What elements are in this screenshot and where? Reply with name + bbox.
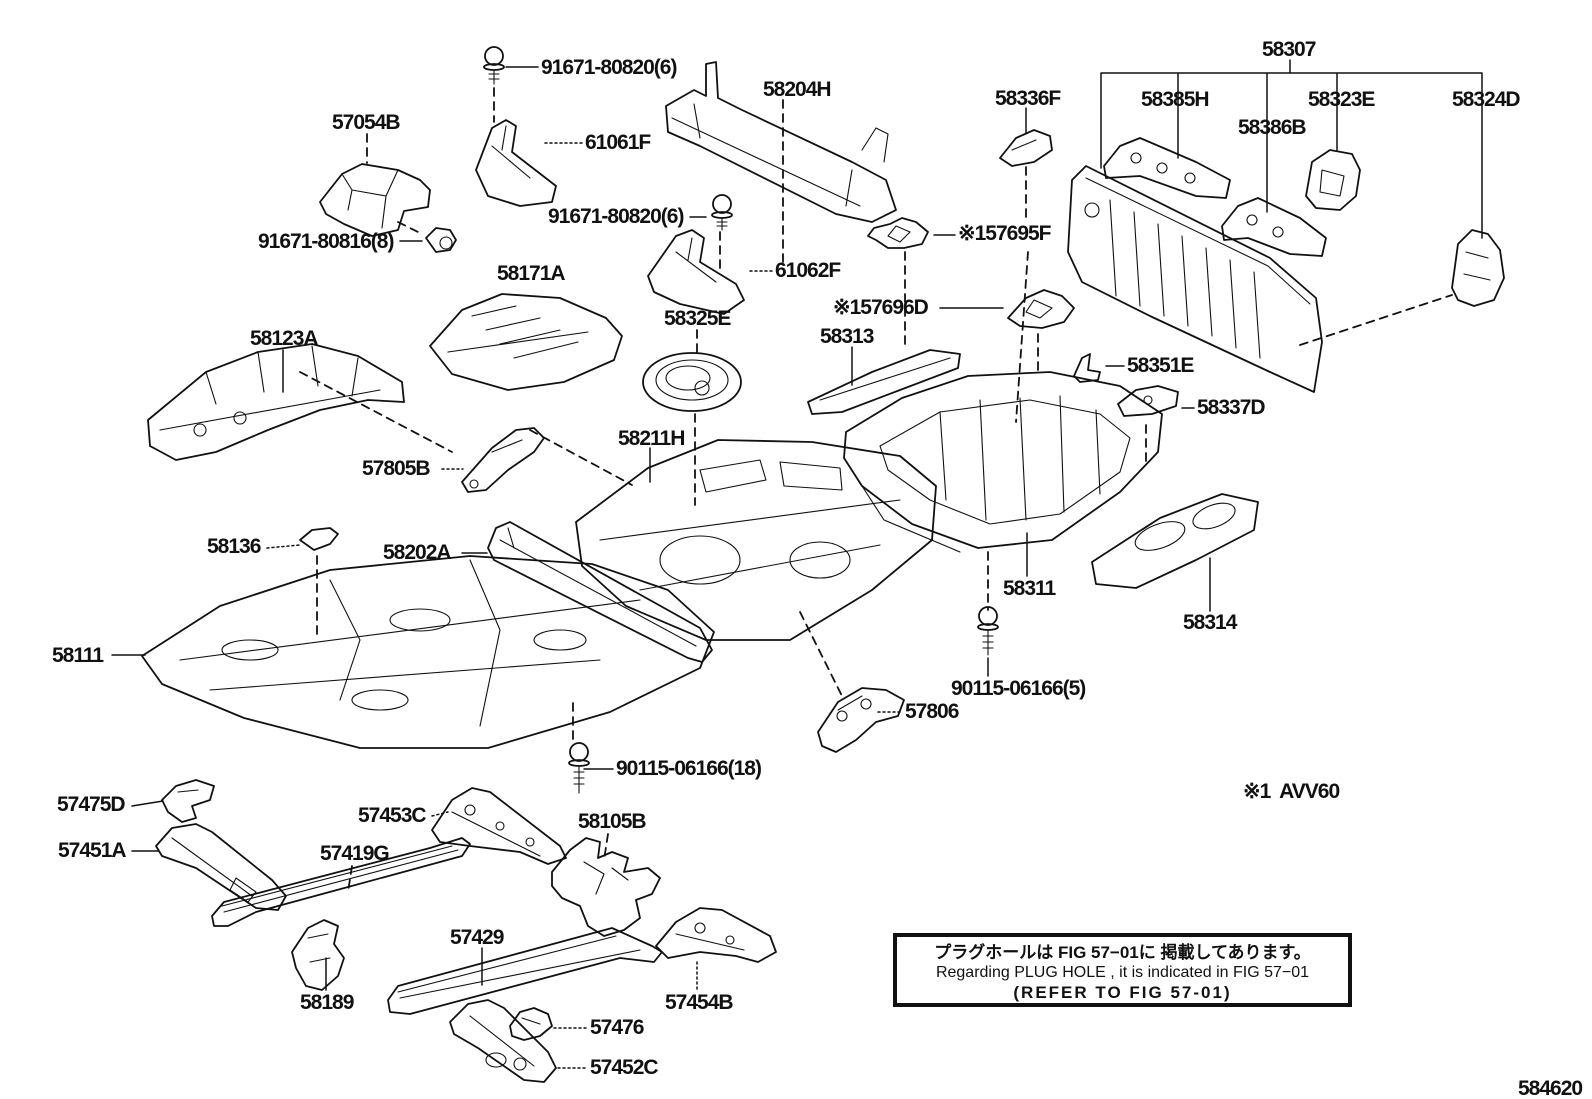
part-label-58211H: 58211H xyxy=(618,427,685,450)
part-58351E xyxy=(1073,353,1101,383)
part-label-57475D: 57475D xyxy=(57,793,126,816)
part-label-57476: 57476 xyxy=(590,1016,644,1039)
part-58325E xyxy=(642,352,742,412)
bolt-icon-91671-80820-b xyxy=(711,194,733,231)
dashed-lines xyxy=(299,87,1453,893)
part-57419G-rail xyxy=(211,837,471,927)
nut-icon-91671-80816 xyxy=(425,227,457,253)
part-57454B xyxy=(655,907,777,963)
part-label-58325E: 58325E xyxy=(664,307,731,330)
note-ref-avv60: ※1 AVV60 xyxy=(1243,780,1340,803)
part-label-157696D: ※157696D xyxy=(833,296,929,319)
part-label-57453C: 57453C xyxy=(358,804,427,827)
part-clip-157696D xyxy=(1007,289,1075,329)
part-58386B xyxy=(1221,197,1327,257)
part-label-58171A: 58171A xyxy=(497,262,566,285)
part-label-58324D: 58324D xyxy=(1452,88,1521,111)
part-58105B xyxy=(551,837,661,937)
part-label-58189: 58189 xyxy=(300,991,354,1014)
part-57475D xyxy=(161,779,215,823)
part-58171A xyxy=(429,293,623,391)
part-58336F xyxy=(999,129,1053,167)
figure-code: 584620 xyxy=(1518,1077,1583,1099)
part-57429-rail xyxy=(387,927,663,1015)
part-57806 xyxy=(817,687,905,753)
part-label-58204H: 58204H xyxy=(763,78,832,101)
part-label-58311: 58311 xyxy=(1003,577,1056,600)
part-57054B xyxy=(319,163,431,237)
part-58307-rear-upper-panel xyxy=(1067,165,1323,393)
part-61061F xyxy=(475,119,557,207)
plug-hole-note-box: プラグホールは FIG 57−01に 掲載してあります。 Regarding P… xyxy=(893,933,1352,1007)
part-58202A-brace xyxy=(487,521,713,663)
part-label-58351E: 58351E xyxy=(1127,354,1194,377)
part-label-58105B: 58105B xyxy=(578,810,647,833)
assembly-bracket-58307 xyxy=(1100,59,1483,239)
part-58324D xyxy=(1451,229,1505,307)
part-clip-157695F xyxy=(867,217,929,249)
part-label-61061F: 61061F xyxy=(585,131,651,154)
part-label-58313: 58313 xyxy=(820,325,874,348)
part-label-57419G: 57419G xyxy=(320,842,390,865)
part-label-91671-80820-6-b: 91671-80820(6) xyxy=(548,205,684,228)
part-58323E xyxy=(1305,149,1361,211)
leader-lines xyxy=(111,66,1211,991)
screw-icon-90115-06166-5 xyxy=(977,606,999,656)
part-label-57454B: 57454B xyxy=(665,991,734,1014)
bolt-icon-91671-80820-a xyxy=(483,46,505,85)
part-label-58385H: 58385H xyxy=(1141,88,1210,111)
part-label-90115-06166-5: 90115-06166(5) xyxy=(951,677,1086,700)
part-label-57054B: 57054B xyxy=(332,111,401,134)
part-57452C xyxy=(449,999,557,1083)
part-58385H xyxy=(1103,137,1231,199)
part-label-58386B: 58386B xyxy=(1238,116,1307,139)
part-label-57429: 57429 xyxy=(450,926,504,949)
part-58136-clip xyxy=(299,527,339,551)
part-58313 xyxy=(807,349,961,415)
part-57453C xyxy=(431,787,567,865)
part-58311-rear-floor-pan xyxy=(843,371,1163,553)
part-label-58202A: 58202A xyxy=(383,541,452,564)
note-line-en: Regarding PLUG HOLE , it is indicated in… xyxy=(935,963,1310,981)
part-57805B xyxy=(461,427,545,493)
part-58189 xyxy=(291,919,345,991)
part-label-61062F: 61062F xyxy=(775,259,841,282)
part-label-157695F: ※157695F xyxy=(958,222,1051,245)
screw-icon-90115-06166-18 xyxy=(568,742,590,794)
note-line-ref: (REFER TO FIG 57-01) xyxy=(1013,982,1232,1002)
part-label-57806: 57806 xyxy=(905,700,959,723)
part-label-57452C: 57452C xyxy=(590,1056,659,1079)
part-58314 xyxy=(1091,493,1259,589)
part-label-90115-06166-18: 90115-06166(18) xyxy=(616,757,762,780)
part-label-57805B: 57805B xyxy=(362,457,431,480)
part-label-58307: 58307 xyxy=(1262,38,1316,61)
part-58123A xyxy=(147,343,405,461)
part-label-58337D: 58337D xyxy=(1197,396,1266,419)
note-line-jp: プラグホールは FIG 57−01に 掲載してあります。 xyxy=(934,942,1311,962)
part-label-58323E: 58323E xyxy=(1308,88,1375,111)
part-58211H-center-floor-pan xyxy=(575,439,937,641)
part-61062F xyxy=(647,229,745,315)
part-label-58336F: 58336F xyxy=(995,87,1061,110)
part-58204H xyxy=(665,61,897,223)
part-label-58314: 58314 xyxy=(1183,611,1237,634)
part-label-91671-80820-6-a: 91671-80820(6) xyxy=(541,56,677,79)
part-57451A xyxy=(155,823,287,911)
part-label-58123A: 58123A xyxy=(250,327,319,350)
part-label-58111: 58111 xyxy=(52,644,104,667)
part-58111-front-floor-pan xyxy=(141,555,715,749)
part-label-58136: 58136 xyxy=(207,535,261,558)
part-57476 xyxy=(509,1007,553,1041)
dotted-leaders xyxy=(266,142,902,1069)
part-label-57451A: 57451A xyxy=(58,839,127,862)
part-label-91671-80816-8: 91671-80816(8) xyxy=(258,230,394,253)
